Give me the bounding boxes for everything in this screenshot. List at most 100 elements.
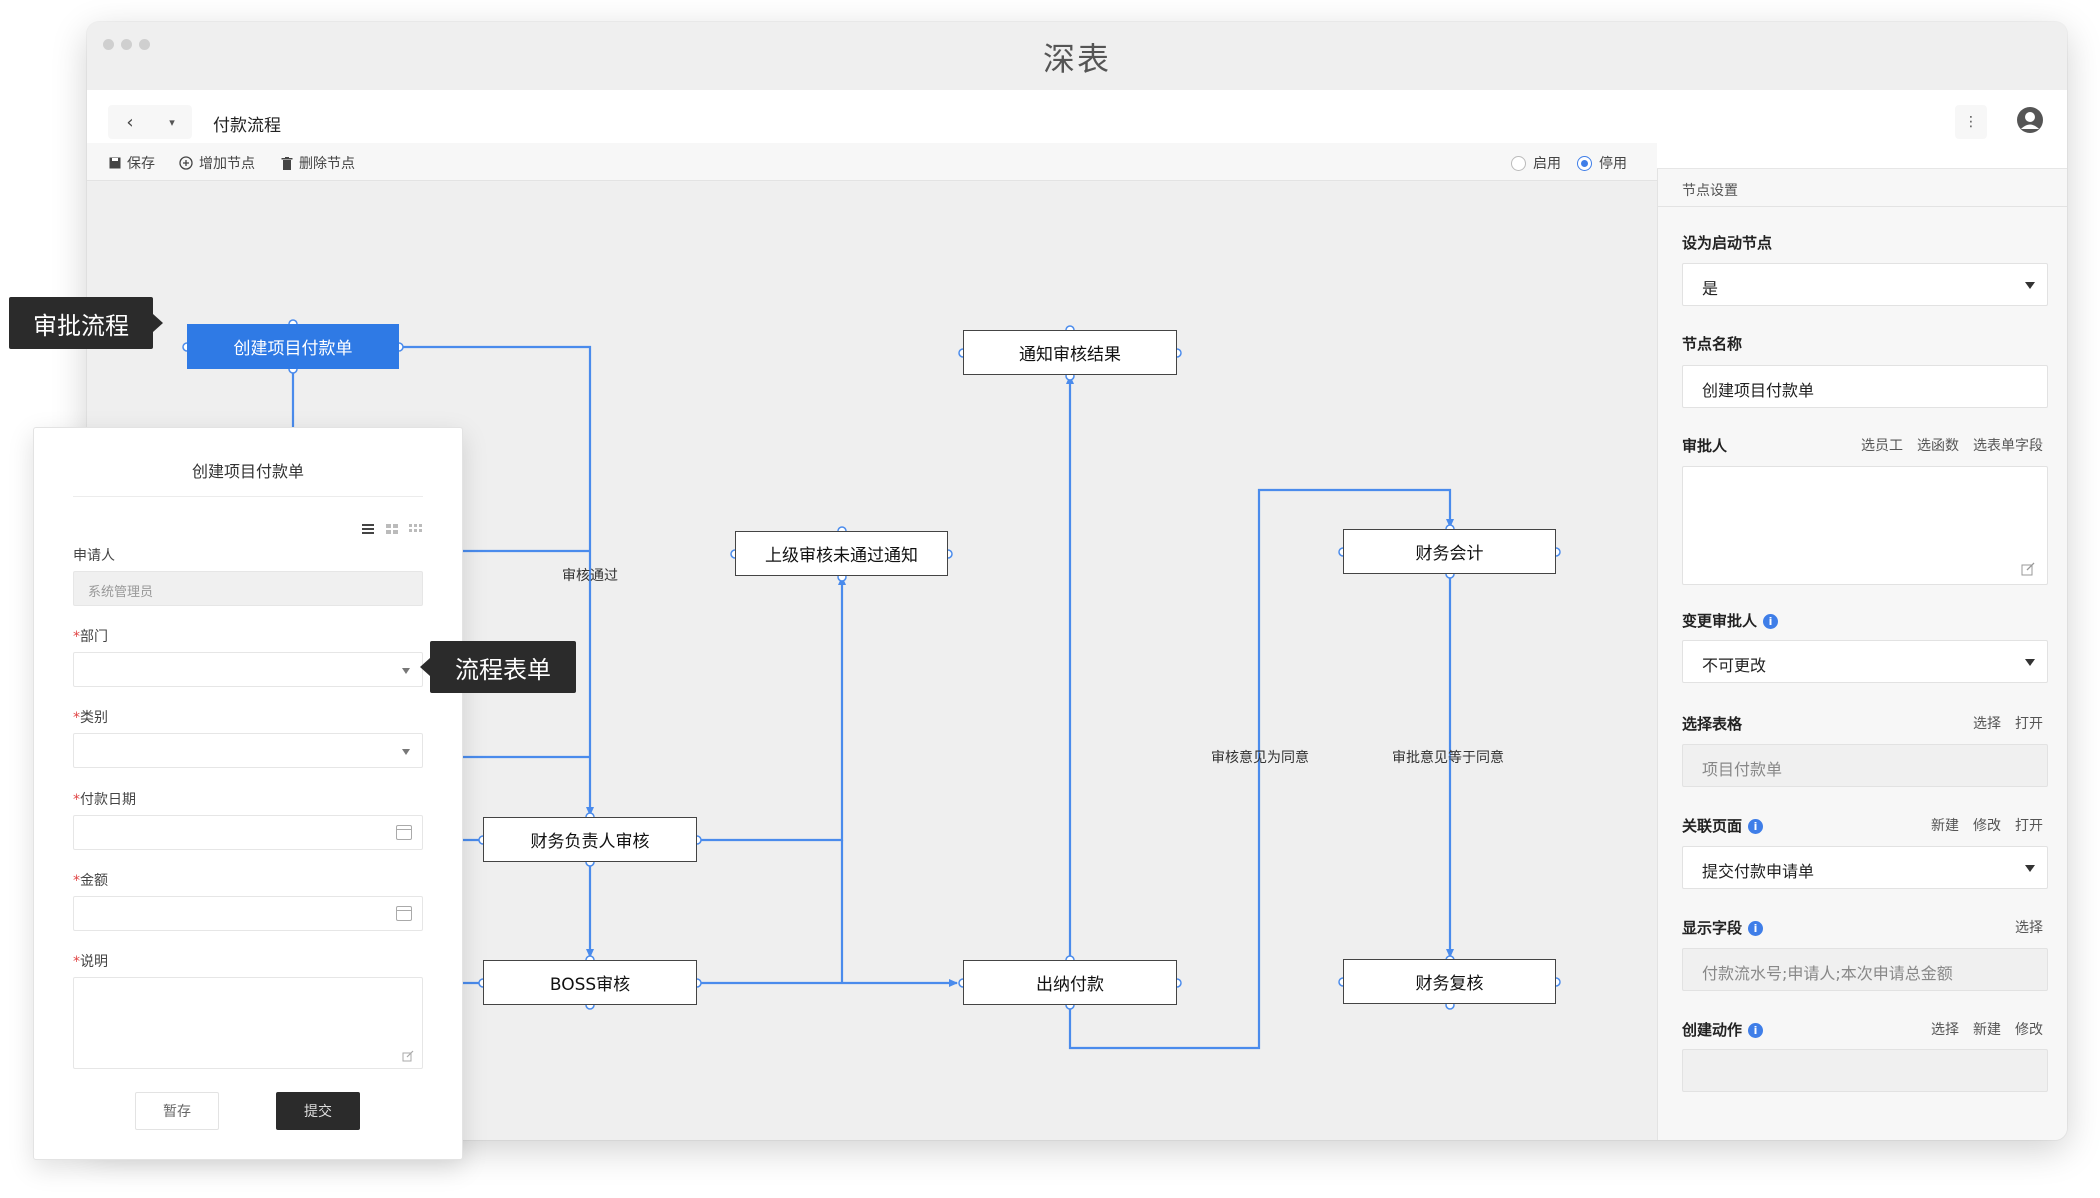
amount-input[interactable]	[73, 896, 423, 931]
delete-node-label: 删除节点	[299, 156, 355, 172]
save-label: 保存	[127, 156, 155, 172]
pay-date-label-text: 付款日期	[80, 792, 136, 808]
node-name-label: 节点名称	[1682, 335, 1743, 353]
app-title: 深表	[1042, 40, 1111, 78]
nav-dropdown-button[interactable]: ▾	[152, 105, 192, 139]
action-select-link[interactable]: 选择	[1931, 1022, 1959, 1038]
node-notify-result[interactable]: 通知审核结果	[963, 330, 1177, 375]
select-form-field-link[interactable]: 选表单字段	[1973, 438, 2043, 454]
amount-label: *金额	[73, 873, 108, 889]
page-edit-link[interactable]: 修改	[1973, 818, 2001, 834]
calendar-icon[interactable]	[396, 825, 412, 840]
select-function-link[interactable]: 选函数	[1917, 438, 1959, 454]
disable-label: 停用	[1599, 156, 1627, 172]
department-label: *部门	[73, 629, 108, 645]
node-accountant[interactable]: 财务会计	[1343, 529, 1556, 574]
disable-radio[interactable]: 停用	[1577, 153, 1627, 173]
action-new-link[interactable]: 新建	[1973, 1022, 2001, 1038]
approver-textarea[interactable]	[1682, 466, 2048, 585]
flow-form-callout: 流程表单	[420, 641, 576, 693]
edit-icon	[402, 1050, 414, 1062]
layout-toggle-icons	[362, 524, 422, 534]
edit-icon[interactable]	[2021, 562, 2035, 576]
radio-unchecked-icon	[1511, 155, 1526, 171]
create-action-label: 创建动作 i	[1682, 1019, 1764, 1040]
node-create-payment[interactable]: 创建项目付款单	[187, 324, 399, 369]
category-select[interactable]	[73, 733, 423, 768]
node-finance-review[interactable]: 财务负责人审核	[483, 817, 697, 862]
submit-button[interactable]: 提交	[276, 1092, 360, 1130]
create-action-label-text: 创建动作	[1682, 1021, 1743, 1039]
edge-cashier-to-accountant	[1068, 488, 1454, 1050]
related-page-value: 提交付款申请单	[1702, 862, 1815, 881]
node-boss-review[interactable]: BOSS审核	[483, 960, 697, 1005]
add-node-button[interactable]: 增加节点	[179, 153, 255, 173]
category-label-text: 类别	[80, 710, 108, 726]
create-action-actions: 选择 新建 修改	[1931, 1019, 2043, 1039]
save-draft-button[interactable]: 暂存	[135, 1092, 219, 1130]
info-icon[interactable]: i	[1748, 819, 1764, 834]
node-finance-recheck[interactable]: 财务复核	[1343, 959, 1556, 1004]
start-node-select[interactable]: 是	[1682, 263, 2048, 306]
note-textarea[interactable]	[73, 977, 423, 1069]
approval-flow-callout: 审批流程	[9, 297, 163, 349]
select-table-field: 项目付款单	[1682, 744, 2048, 787]
save-icon	[109, 157, 121, 169]
info-icon[interactable]: i	[1748, 1023, 1764, 1038]
edge-finance-to-notify-reject	[699, 576, 846, 842]
page-open-link[interactable]: 打开	[2015, 818, 2043, 834]
display-fields-actions: 选择	[2015, 917, 2043, 937]
action-bar: 保存 增加节点 删除节点 启用 停用	[87, 143, 1657, 181]
more-menu-button[interactable]: ⋮	[1955, 105, 1987, 139]
display-fields-field: 付款流水号;申请人;本次申请总金额	[1682, 948, 2048, 991]
applicant-value: 系统管理员	[88, 585, 154, 600]
window-controls	[103, 39, 150, 50]
applicant-field: 系统管理员	[73, 571, 423, 606]
enable-radio[interactable]: 启用	[1511, 153, 1561, 173]
calculator-icon[interactable]	[396, 906, 412, 921]
approver-actions: 选员工 选函数 选表单字段	[1861, 435, 2043, 455]
select-table-label: 选择表格	[1682, 715, 1743, 733]
approver-label: 审批人	[1682, 437, 1728, 455]
back-button[interactable]: ‹	[108, 105, 152, 139]
page-title: 付款流程	[213, 116, 281, 136]
node-notify-reject[interactable]: 上级审核未通过通知	[735, 531, 948, 576]
caret-down-icon	[2025, 659, 2035, 666]
action-edit-link[interactable]: 修改	[2015, 1022, 2043, 1038]
close-window-dot[interactable]	[103, 39, 114, 50]
department-select[interactable]	[73, 652, 423, 687]
pay-date-input[interactable]	[73, 815, 423, 850]
page-new-link[interactable]: 新建	[1931, 818, 1959, 834]
create-action-field[interactable]	[1682, 1049, 2048, 1092]
fields-select-link[interactable]: 选择	[2015, 920, 2043, 936]
amount-label-text: 金额	[80, 873, 108, 889]
start-node-label: 设为启动节点	[1682, 234, 1773, 252]
change-approver-value: 不可更改	[1702, 656, 1767, 675]
edge-label-approved: 审核通过	[562, 568, 618, 584]
trash-icon	[281, 156, 293, 170]
related-page-select[interactable]: 提交付款申请单	[1682, 846, 2048, 889]
chevron-left-icon: ‹	[126, 111, 134, 133]
table-select-link[interactable]: 选择	[1973, 716, 2001, 732]
maximize-window-dot[interactable]	[139, 39, 150, 50]
related-page-actions: 新建 修改 打开	[1931, 815, 2043, 835]
minimize-window-dot[interactable]	[121, 39, 132, 50]
caret-down-icon	[402, 668, 410, 674]
info-icon[interactable]: i	[1763, 614, 1779, 629]
node-cashier[interactable]: 出纳付款	[963, 960, 1177, 1005]
select-table-actions: 选择 打开	[1973, 713, 2043, 733]
caret-down-icon	[2025, 865, 2035, 872]
info-icon[interactable]: i	[1748, 921, 1764, 936]
select-employee-link[interactable]: 选员工	[1861, 438, 1903, 454]
enable-label: 启用	[1533, 156, 1561, 172]
edge-label-opinion-equals-agree: 审批意见等于同意	[1392, 750, 1504, 766]
node-name-input[interactable]: 创建项目付款单	[1682, 365, 2048, 408]
save-button[interactable]: 保存	[109, 153, 155, 173]
change-approver-select[interactable]: 不可更改	[1682, 640, 2048, 683]
change-approver-label-text: 变更审批人	[1682, 612, 1758, 630]
table-open-link[interactable]: 打开	[2015, 716, 2043, 732]
user-avatar-icon[interactable]	[2016, 106, 2044, 134]
edge-label-opinion-agree: 审核意见为同意	[1211, 750, 1309, 766]
node-settings-panel: 节点设置 设为启动节点 是 节点名称 创建项目付款单 审批人 选员工 选函数 选…	[1657, 169, 2067, 1140]
delete-node-button[interactable]: 删除节点	[281, 153, 355, 173]
